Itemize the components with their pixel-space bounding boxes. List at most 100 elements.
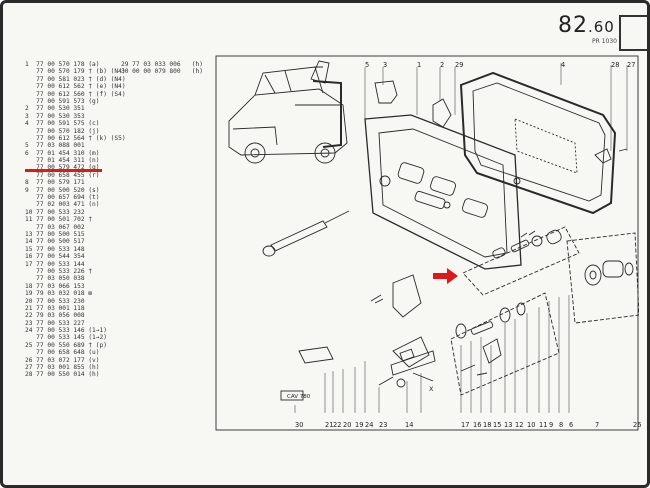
latch-box-lower bbox=[450, 292, 560, 396]
parts-list-row: 10 77 00 533 232 bbox=[25, 208, 85, 216]
parts-list-row: 4 77 00 591 575 (c) bbox=[25, 120, 100, 128]
parts-list-row: 5 77 03 088 001 bbox=[25, 142, 85, 150]
latch-parts-lower bbox=[455, 302, 526, 376]
ref-number: 18 bbox=[483, 421, 492, 429]
parts-list-row: 20 77 00 533 230 bbox=[25, 297, 85, 305]
parts-list-row: 77 03 067 002 bbox=[25, 223, 85, 231]
ref-number: 15 bbox=[493, 421, 502, 429]
latch-assembly bbox=[378, 336, 436, 388]
parts-list-row: 9 77 00 500 520 (s) bbox=[25, 186, 100, 194]
car-illustration bbox=[228, 66, 348, 164]
ref-number: 8 bbox=[559, 421, 564, 429]
parts-list-row: 17 77 00 533 144 bbox=[25, 260, 85, 268]
ref-number: 23 bbox=[379, 421, 388, 429]
hinge-part-3 bbox=[374, 80, 398, 104]
parts-list-row: 13 77 00 500 515 bbox=[25, 230, 85, 238]
hinge-part-2 bbox=[432, 98, 452, 128]
parts-list-row: 19 79 03 032 018 ⊠ bbox=[25, 290, 93, 298]
parts-list-row: 77 00 658 648 (u) bbox=[25, 349, 100, 357]
parts-list-row: 1 77 00 570 178 (a) bbox=[25, 61, 100, 68]
parts-list-row: 21 77 03 001 118 bbox=[25, 304, 85, 312]
page-number: 82.60 bbox=[558, 13, 615, 38]
parts-list-row: 77 00 658 455 (r) bbox=[25, 171, 100, 179]
ref-number: 11 bbox=[539, 421, 548, 429]
page-reference: PR 1030 bbox=[592, 38, 617, 45]
parts-list-row: 14 77 00 500 517 bbox=[25, 238, 85, 246]
ref-number: 28 bbox=[611, 61, 620, 69]
ref-number: 17 bbox=[461, 421, 470, 429]
ref-number: 26 bbox=[633, 421, 642, 429]
ref-number: 1 bbox=[417, 61, 422, 69]
parts-list-row: 77 00 570 179 † (b) (N4) bbox=[25, 68, 126, 76]
ref-number: 12 bbox=[515, 421, 524, 429]
lock-cylinder-26 bbox=[584, 260, 634, 286]
red-arrow-icon bbox=[433, 268, 458, 284]
parts-list-row: 77 00 579 472 (q) bbox=[25, 164, 100, 172]
ref-number: 4 bbox=[561, 61, 566, 69]
parts-list-row: 26 77 03 072 177 (v) bbox=[25, 356, 100, 364]
ref-number: 19 bbox=[355, 421, 364, 429]
ref-number: 30 bbox=[295, 421, 304, 429]
lock-assembly-box-right bbox=[566, 232, 639, 324]
ref-number: 6 bbox=[569, 421, 574, 429]
lock-assembly-box-upper bbox=[462, 226, 580, 296]
x-label: X bbox=[429, 385, 434, 393]
parts-list-row: 2 77 00 530 351 bbox=[25, 105, 85, 113]
parts-list-row: 8 77 00 579 171 bbox=[25, 179, 85, 187]
bracket-part bbox=[370, 274, 422, 318]
ref-number: 29 bbox=[455, 61, 464, 69]
clip-28 bbox=[594, 148, 628, 164]
seal-strip bbox=[298, 346, 334, 364]
parts-list-row: 77 03 050 038 bbox=[25, 275, 85, 283]
leader-lines bbox=[294, 63, 628, 413]
parts-list-row: 77 00 581 023 † (d) (N4) bbox=[25, 75, 126, 83]
parts-list-row: 77 01 454 311 (n) bbox=[25, 157, 100, 165]
parts-list-row: 22 79 03 056 008 bbox=[25, 312, 85, 320]
ref-number: 22 bbox=[333, 421, 342, 429]
cav-box bbox=[280, 390, 304, 401]
ref-number: 7 bbox=[595, 421, 600, 429]
parts-list-row: 11 77 00 501 702 † bbox=[25, 216, 93, 224]
ref-number: 3 bbox=[383, 61, 388, 69]
glass-hinge bbox=[310, 60, 330, 84]
diagram-border bbox=[215, 55, 639, 431]
ref-number: 14 bbox=[405, 421, 414, 429]
parts-list-row: 77 00 612 564 † (k) (S5) bbox=[25, 134, 126, 142]
ref-number: 5 bbox=[365, 61, 370, 69]
parts-list-row: 77 02 003 471 (n) bbox=[25, 201, 100, 209]
parts-list-secondary: 29 77 03 033 006 (h)30 00 00 079 800 (h) bbox=[121, 61, 203, 76]
ref-number: 2 bbox=[440, 61, 445, 69]
parts-list-row: 15 77 00 533 148 bbox=[25, 245, 85, 253]
strut-rod bbox=[262, 210, 350, 257]
parts-list-row: 24 77 00 533 146 (1→1) bbox=[25, 327, 107, 335]
exploded-diagram: CAV 780 X bbox=[215, 55, 639, 431]
rear-window-glass bbox=[459, 71, 617, 215]
parts-list-row: 23 77 00 533 227 bbox=[25, 319, 85, 327]
parts-list-row: 77 00 570 182 (j) bbox=[25, 127, 100, 135]
bolt-29 bbox=[513, 177, 521, 185]
parts-list-row: 3 77 00 530 353 bbox=[25, 112, 85, 120]
ref-number: 24 bbox=[365, 421, 374, 429]
parts-list-row: 77 00 591 573 (g) bbox=[25, 97, 100, 105]
lock-barrel-parts bbox=[492, 229, 562, 259]
parts-list-row: 30 00 00 079 800 (h) bbox=[121, 68, 203, 76]
glass-outline bbox=[312, 80, 342, 148]
parts-list-row: 77 00 612 562 † (e) (N4) bbox=[25, 83, 126, 91]
page-number-main: 82 bbox=[558, 13, 588, 38]
ref-number: 9 bbox=[549, 421, 554, 429]
parts-list-row: 77 00 612 560 † (f) (S4) bbox=[25, 90, 126, 98]
ref-number: 10 bbox=[527, 421, 536, 429]
ref-number: 20 bbox=[343, 421, 352, 429]
parts-list-row: 77 00 533 226 † bbox=[25, 267, 93, 275]
page-number-decimal: .60 bbox=[588, 18, 615, 36]
highlight-underline bbox=[25, 169, 102, 172]
parts-list-row: 27 77 03 001 855 (h) bbox=[25, 364, 100, 372]
tailgate-panel bbox=[364, 114, 522, 270]
parts-list-row: 77 00 533 145 (1→2) bbox=[25, 334, 107, 342]
parts-list-row: 16 77 00 544 354 bbox=[25, 253, 85, 261]
ref-number: 13 bbox=[504, 421, 513, 429]
parts-list-row: 6 77 01 454 310 (m) bbox=[25, 149, 100, 157]
parts-list-row: 25 77 00 550 689 † (p) bbox=[25, 341, 107, 349]
parts-list-row: 18 77 03 066 153 bbox=[25, 282, 85, 290]
